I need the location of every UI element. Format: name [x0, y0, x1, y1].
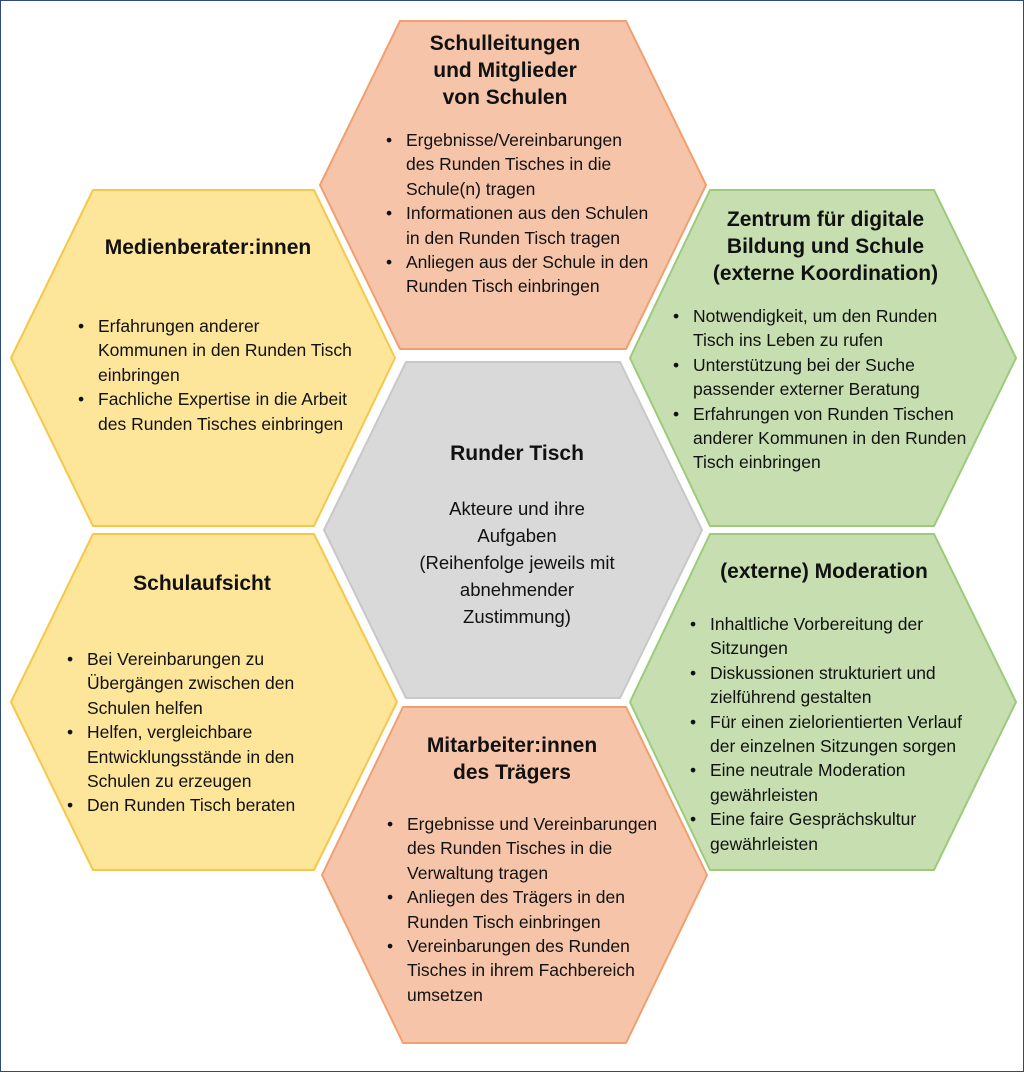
list-item: Erfahrungen anderer Kommunen in den Rund… — [78, 314, 353, 387]
list-item: Für einen zielorientierten Verlauf der e… — [690, 710, 985, 759]
hex-top-title: Schulleitungen und Mitglieder von Schule… — [356, 30, 654, 111]
title-line: von Schulen — [442, 86, 568, 109]
hex-upper-left-list: Erfahrungen anderer Kommunen in den Rund… — [78, 314, 353, 436]
hex-top-list: Ergebnisse/Vereinbarungen des Runden Tis… — [386, 128, 654, 299]
hex-upper-right-title: Zentrum für digitale Bildung und Schule … — [673, 206, 978, 287]
list-item: Eine neutrale Moderation gewährleisten — [690, 758, 985, 807]
hex-lower-left-title: Schulaufsicht — [67, 570, 337, 597]
list-item: Ergebnisse und Vereinbarungen des Runden… — [387, 812, 662, 885]
list-item: Inhaltliche Vorbereitung der Sitzungen — [690, 612, 985, 661]
title-line: Schulleitungen — [429, 32, 581, 55]
list-item: Informationen aus den Schulen in den Run… — [386, 201, 654, 250]
subtitle-line: Zustimmung) — [463, 606, 571, 627]
list-item: Ergebnisse/Vereinbarungen des Runden Tis… — [386, 128, 654, 201]
list-item: Eine faire Gesprächskultur gewährleisten — [690, 807, 985, 856]
hex-upper-right-content: Zentrum für digitale Bildung und Schule … — [673, 206, 978, 475]
title-line: Mitarbeiter:innen — [426, 734, 598, 757]
list-item: Diskussionen strukturiert und zielführen… — [690, 661, 985, 710]
title-line: Schulaufsicht — [133, 572, 271, 595]
title-line: (externe) Moderation — [720, 560, 928, 583]
list-item: Unterstützung bei der Suche passender ex… — [673, 353, 968, 402]
title-line: (externe Koordination) — [712, 262, 939, 285]
subtitle-line: Akteure und ihre — [449, 498, 585, 519]
subtitle-line: Aufgaben — [477, 525, 557, 546]
hex-upper-left-title: Medienberater:innen — [78, 234, 338, 261]
subtitle-line: abnehmender — [459, 579, 575, 600]
list-item: Vereinbarungen des Runden Tisches in ihr… — [387, 934, 662, 1007]
list-item: Den Runden Tisch beraten — [67, 793, 347, 818]
center-title: Runder Tisch — [450, 442, 584, 465]
hex-lower-right-content: (externe) Moderation Inhaltliche Vorbere… — [690, 558, 985, 856]
list-item: Anliegen aus der Schule in den Runden Ti… — [386, 250, 654, 299]
hexagon-center — [323, 361, 703, 699]
title-line: Zentrum für digitale — [726, 208, 925, 231]
hex-top-content: Schulleitungen und Mitglieder von Schule… — [386, 30, 654, 299]
title-line: des Trägers — [453, 761, 571, 784]
hex-upper-right-list: Notwendigkeit, um den Runden Tisch ins L… — [673, 304, 968, 475]
title-line: Bildung und Schule — [726, 235, 925, 258]
list-item: Notwendigkeit, um den Runden Tisch ins L… — [673, 304, 968, 353]
list-item: Erfahrungen von Runden Tischen anderer K… — [673, 402, 968, 475]
hex-lower-right-title: (externe) Moderation — [690, 558, 958, 585]
hex-bottom-content: Mitarbeiter:innen des Trägers Ergebnisse… — [387, 732, 662, 1007]
hex-upper-left-content: Medienberater:innen Erfahrungen anderer … — [78, 234, 353, 436]
hex-bottom-list: Ergebnisse und Vereinbarungen des Runden… — [387, 812, 662, 1007]
hex-lower-left-list: Bei Vereinbarungen zu Übergängen zwische… — [67, 647, 347, 818]
list-item: Fachliche Expertise in die Arbeit des Ru… — [78, 387, 353, 436]
list-item: Helfen, vergleichbare Entwicklungsstände… — [67, 720, 347, 793]
subtitle-line: (Reihenfolge jeweils mit — [419, 552, 615, 573]
title-line: Medienberater:innen — [104, 236, 312, 259]
list-item: Bei Vereinbarungen zu Übergängen zwische… — [67, 647, 347, 720]
title-line: und Mitglieder — [433, 59, 577, 82]
hex-center-content: Runder Tisch Akteure und ihre Aufgaben (… — [378, 440, 656, 630]
hex-lower-right-list: Inhaltliche Vorbereitung der Sitzungen D… — [690, 612, 985, 856]
center-subtitle: Akteure und ihre Aufgaben (Reihenfolge j… — [378, 495, 656, 630]
hex-bottom-title: Mitarbeiter:innen des Trägers — [362, 732, 662, 786]
hex-lower-left-content: Schulaufsicht Bei Vereinbarungen zu Über… — [67, 570, 347, 818]
list-item: Anliegen des Trägers in den Runden Tisch… — [387, 885, 662, 934]
